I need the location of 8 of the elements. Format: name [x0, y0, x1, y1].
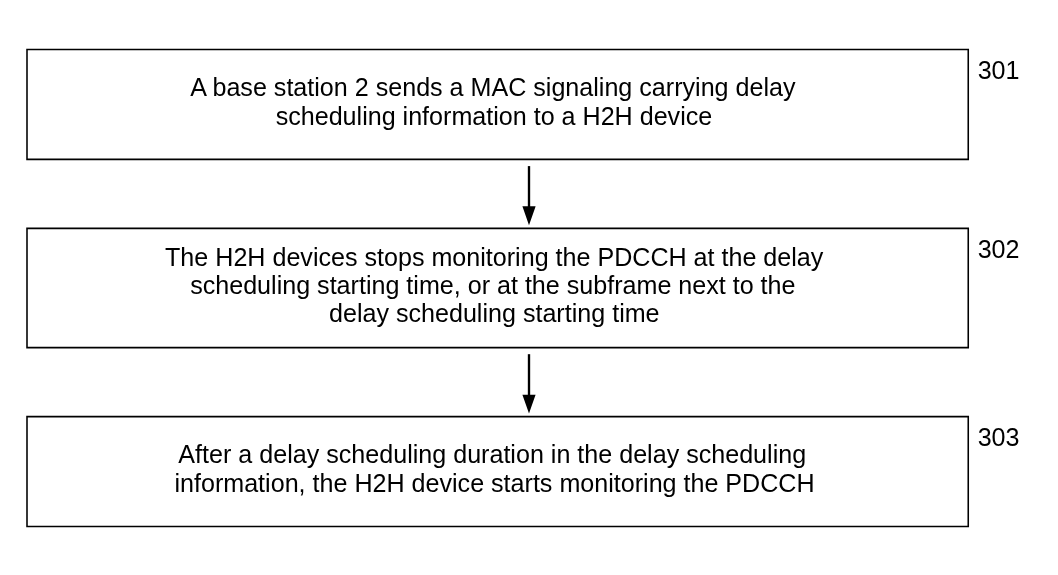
node-box: After a delay scheduling duration in the delay scheduling information, the H2H device starts monitoring the PDCCH [26, 415, 970, 527]
node-label: 303 [977, 422, 1020, 451]
node-box: A base station 2 sends a MAC signaling carrying delay scheduling information to a H2H device [26, 48, 970, 160]
arrow [522, 353, 536, 414]
node-box: The H2H devices stops monitoring the PDCCH at the delay scheduling starting time, or at the subframe next to the delay scheduling starting time [26, 227, 970, 348]
arrow [522, 165, 536, 225]
node-label: 301 [977, 55, 1020, 84]
node-label: 302 [977, 234, 1020, 263]
